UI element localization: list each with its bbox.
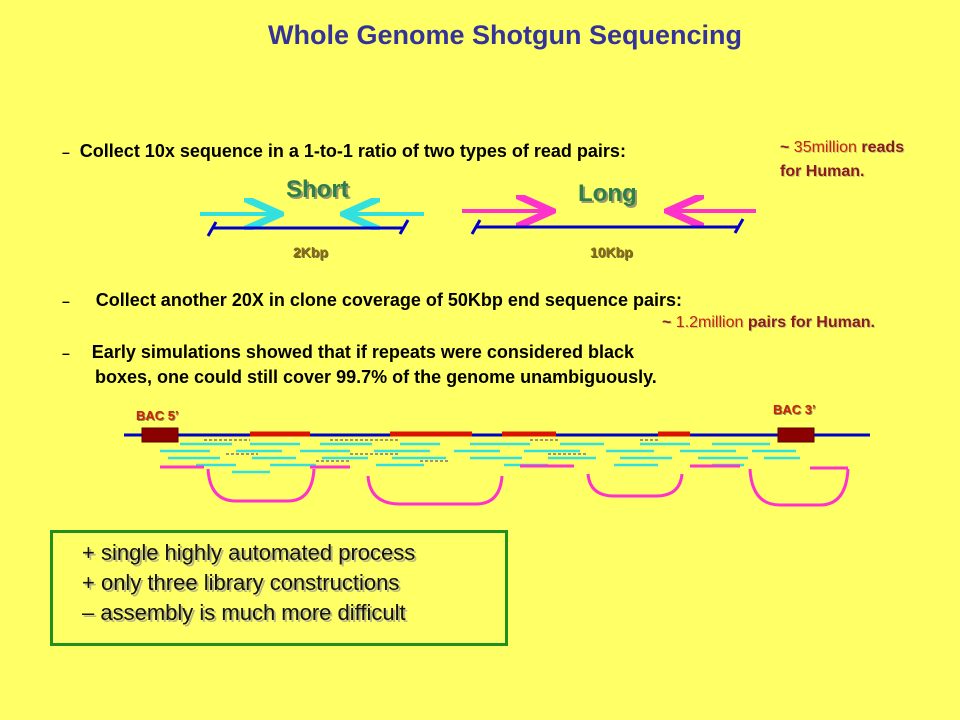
bullet-simulations: – Early simulations showed that if repeat… (62, 342, 634, 363)
summary-box (50, 530, 508, 646)
note-value: 1.2million (675, 314, 744, 331)
short-read-pair-diagram (200, 214, 424, 237)
reads-note-line1: ~ 35million reads (780, 139, 904, 157)
bullet-text: Collect 10x sequence in a 1-to-1 ratio o… (79, 141, 626, 161)
clone-end-pairs (160, 464, 850, 507)
summary-item-libraries: + only three library constructions (82, 570, 400, 595)
bac-5-box (141, 427, 179, 443)
bac-3-label: BAC 3’ (773, 402, 816, 417)
long-insert-tick-left (470, 219, 482, 235)
long-label: Long (578, 180, 637, 207)
bullet-dash: – (62, 345, 70, 361)
short-insert-tick-right (398, 219, 410, 235)
bullet-short-long-reads: –Collect 10x sequence in a 1-to-1 ratio … (62, 141, 626, 162)
slide-title: Whole Genome Shotgun Sequencing (267, 20, 742, 50)
bac-genome-diagram (124, 427, 870, 507)
read-tiling (160, 442, 800, 474)
repeat-dashed-reads (204, 439, 660, 462)
short-label: Short (286, 176, 349, 203)
bullet-dash: – (62, 144, 70, 160)
note-unit: pairs for Human. (747, 314, 875, 331)
long-insert-tick-right (733, 218, 745, 234)
bac-5-label: BAC 5’ (136, 408, 179, 423)
bullet-text: Collect another 20X in clone coverage of… (95, 290, 682, 310)
note-value: 35million (793, 139, 857, 156)
long-read-pair-diagram (462, 211, 756, 235)
reads-note-line2: for Human. (780, 163, 865, 180)
note-tilde: ~ (780, 139, 790, 156)
bullet-clone-coverage: – Collect another 20X in clone coverage o… (62, 290, 682, 311)
summary-item-automated: + single highly automated process (82, 540, 416, 565)
note-unit: reads (861, 139, 905, 156)
note-tilde: ~ (662, 314, 672, 331)
bac-3-box (777, 427, 815, 443)
short-insert-tick-left (206, 221, 218, 237)
pairs-note: ~ 1.2million pairs for Human. (662, 314, 875, 332)
long-size-label: 10Kbp (590, 244, 633, 260)
summary-item-difficulty: – assembly is much more difficult (82, 600, 406, 625)
bullet-dash: – (62, 293, 70, 309)
bullet-text-line1: Early simulations showed that if repeats… (91, 342, 634, 362)
bullet-text-line2: boxes, one could still cover 99.7% of th… (95, 367, 657, 387)
short-size-label: 2Kbp (293, 244, 328, 260)
